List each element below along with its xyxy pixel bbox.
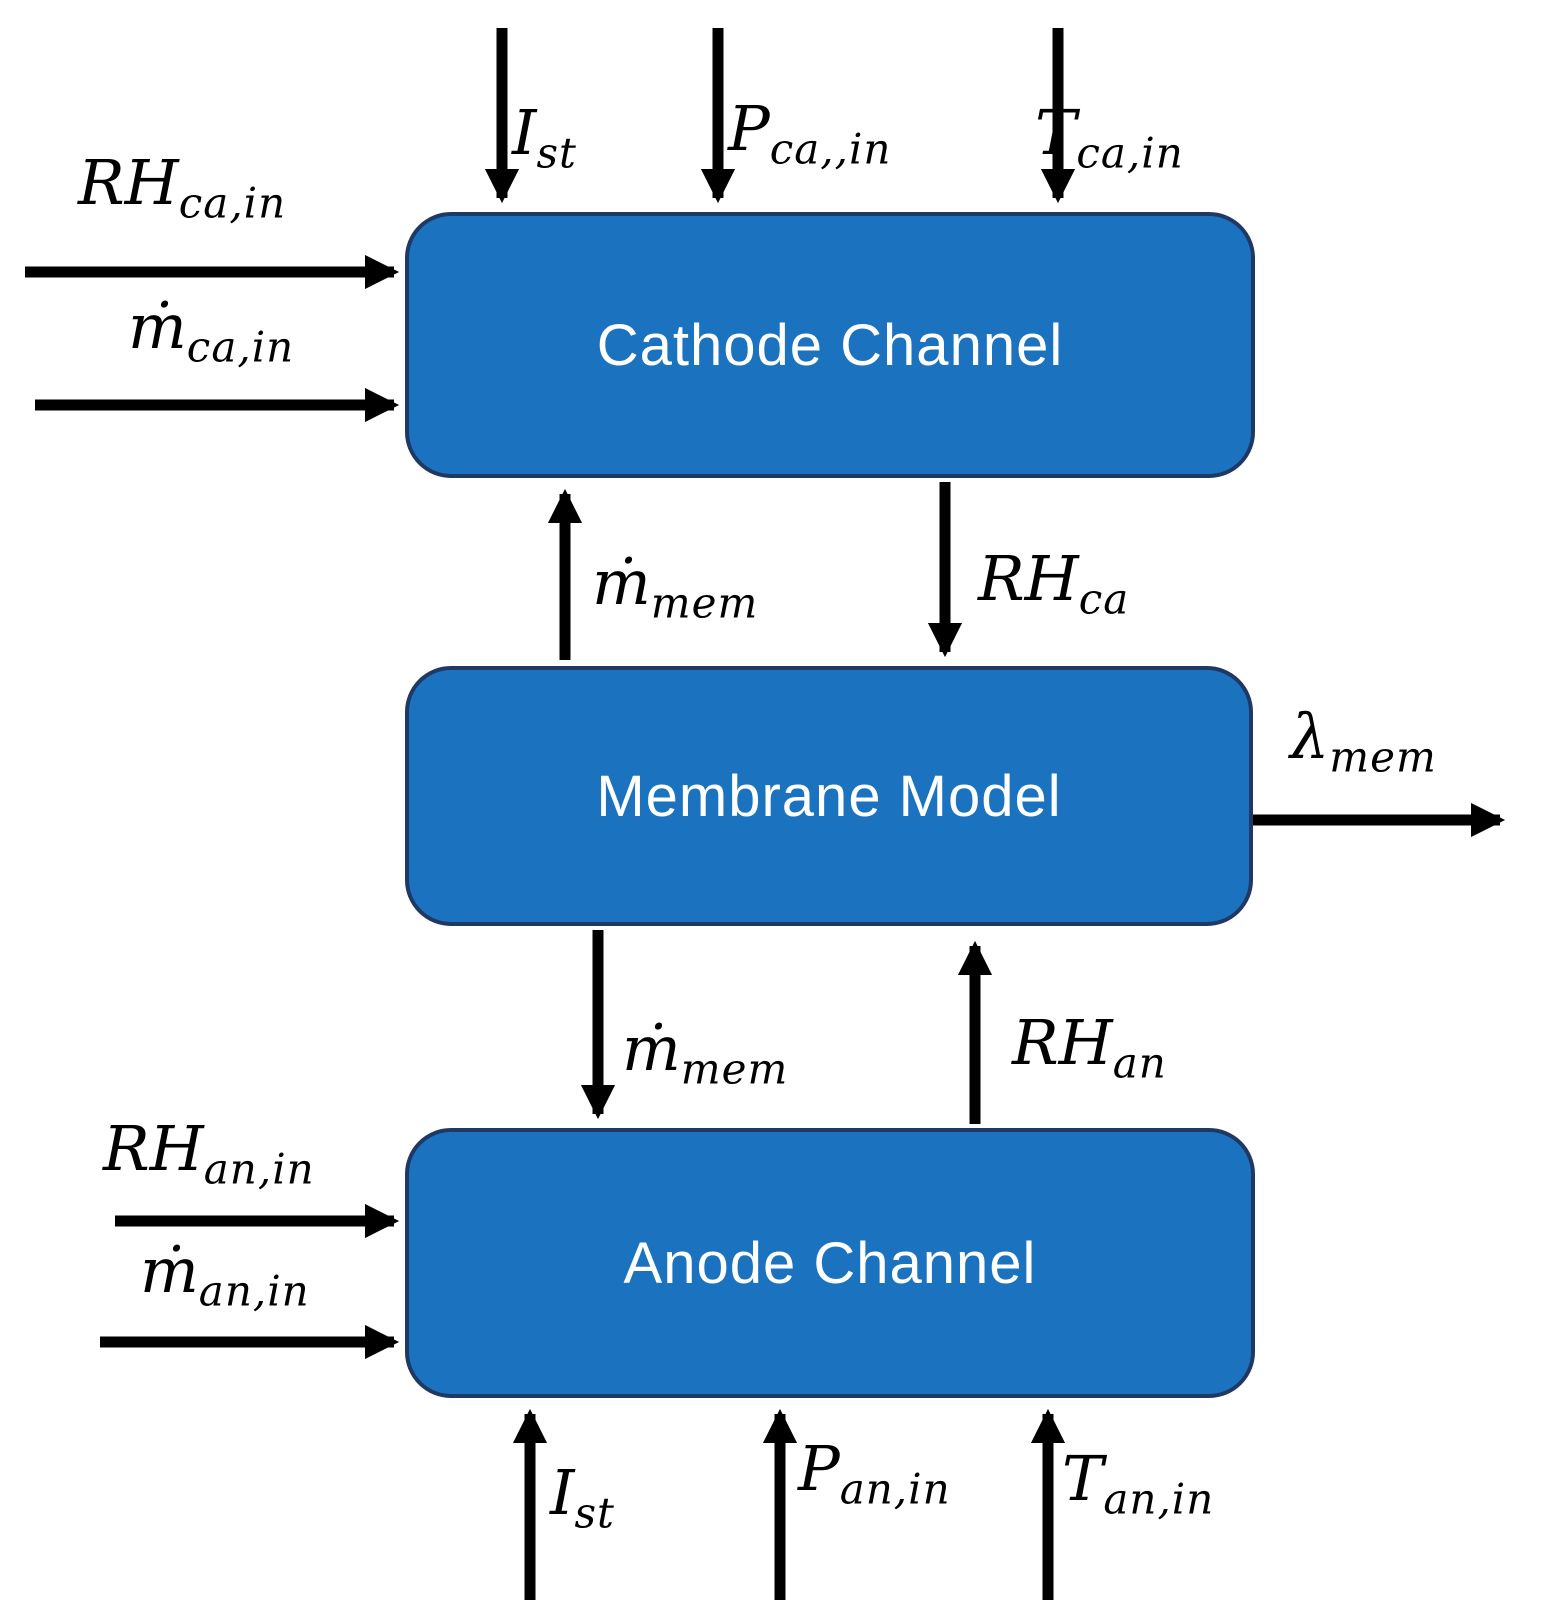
label-ist-bottom: Ist <box>550 1462 615 1534</box>
label-mdot-mem-up-sub: mem <box>650 578 759 628</box>
label-ist-top-main: I <box>512 96 537 169</box>
label-rh-ca-in-main: RH <box>78 146 179 219</box>
label-mdot-an-in-main: ṁ <box>140 1234 199 1307</box>
label-lambda-mem-sub: mem <box>1329 732 1437 782</box>
label-tan-in-bottom: Tan,in <box>1062 1448 1214 1520</box>
label-rh-an-in: RHan,in <box>103 1118 315 1190</box>
label-rh-an-main: RH <box>1012 1006 1113 1079</box>
label-mdot-mem-down: ṁmem <box>622 1018 788 1090</box>
label-ist-bottom-main: I <box>550 1456 575 1529</box>
label-rh-an-in-main: RH <box>103 1112 204 1185</box>
label-mdot-an-in: ṁan,in <box>140 1240 310 1312</box>
label-rh-ca-sub: ca <box>1078 574 1130 624</box>
label-tca-in-top-sub: ca,in <box>1076 128 1184 178</box>
label-pca-in-top-sub: ca,,in <box>769 124 892 174</box>
label-rh-ca-in-sub: ca,in <box>178 178 287 228</box>
label-pan-in-bottom-main: P <box>798 1432 840 1505</box>
membrane-model-label: Membrane Model <box>596 763 1062 829</box>
label-lambda-mem-main: λ <box>1290 700 1330 773</box>
label-mdot-mem-up: ṁmem <box>592 552 758 624</box>
cathode-channel-label: Cathode Channel <box>596 312 1064 378</box>
label-mdot-an-in-sub: an,in <box>198 1266 310 1316</box>
label-tca-in-top: Tca,in <box>1035 102 1184 174</box>
label-pan-in-bottom: Pan,in <box>798 1438 951 1510</box>
anode-channel-label: Anode Channel <box>623 1230 1037 1296</box>
label-lambda-mem: λmem <box>1290 706 1437 778</box>
label-mdot-ca-in-main: ṁ <box>128 290 187 363</box>
label-rh-an-sub: an <box>1112 1038 1167 1088</box>
label-mdot-mem-down-sub: mem <box>680 1044 789 1094</box>
anode-channel-block: Anode Channel <box>405 1128 1255 1398</box>
label-mdot-mem-down-main: ṁ <box>622 1012 681 1085</box>
label-ist-top-sub: st <box>536 128 577 178</box>
label-rh-ca-main: RH <box>978 542 1079 615</box>
label-ist-top: Ist <box>512 102 577 174</box>
label-mdot-ca-in-sub: ca,in <box>186 322 295 372</box>
label-pca-in-top: Pca,,in <box>728 98 891 170</box>
label-tan-in-bottom-main: T <box>1062 1442 1104 1515</box>
label-mdot-mem-up-main: ṁ <box>592 546 651 619</box>
label-pan-in-bottom-sub: an,in <box>839 1464 951 1514</box>
label-rh-an: RHan <box>1012 1012 1167 1084</box>
label-rh-ca: RHca <box>978 548 1129 620</box>
label-pca-in-top-main: P <box>728 92 770 165</box>
label-tan-in-bottom-sub: an,in <box>1103 1474 1215 1524</box>
cathode-channel-block: Cathode Channel <box>405 212 1255 478</box>
label-rh-ca-in: RHca,in <box>78 152 286 224</box>
label-mdot-ca-in: ṁca,in <box>128 296 294 368</box>
membrane-model-block: Membrane Model <box>405 666 1253 926</box>
label-rh-an-in-sub: an,in <box>203 1144 315 1194</box>
label-ist-bottom-sub: st <box>574 1488 615 1538</box>
label-tca-in-top-main: T <box>1035 96 1077 169</box>
